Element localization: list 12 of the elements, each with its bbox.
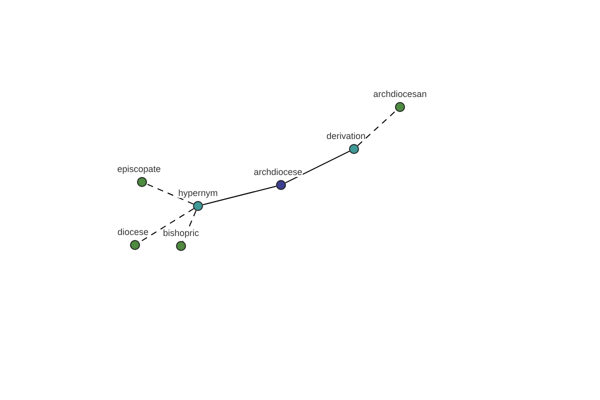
node-label: episcopate bbox=[117, 164, 161, 174]
dashed-line bbox=[146, 183, 194, 205]
node-label: hypernym bbox=[178, 188, 218, 198]
node-label: archdiocesan bbox=[373, 89, 427, 99]
dashed-line bbox=[357, 110, 397, 146]
dashed-line bbox=[138, 208, 194, 243]
connector-line bbox=[284, 150, 350, 184]
node-label: derivation bbox=[326, 131, 366, 141]
node-label: diocese bbox=[117, 227, 149, 237]
node-label: archdiocese bbox=[254, 167, 302, 177]
connector-line bbox=[202, 186, 277, 206]
node-label: bishopric bbox=[162, 228, 200, 238]
